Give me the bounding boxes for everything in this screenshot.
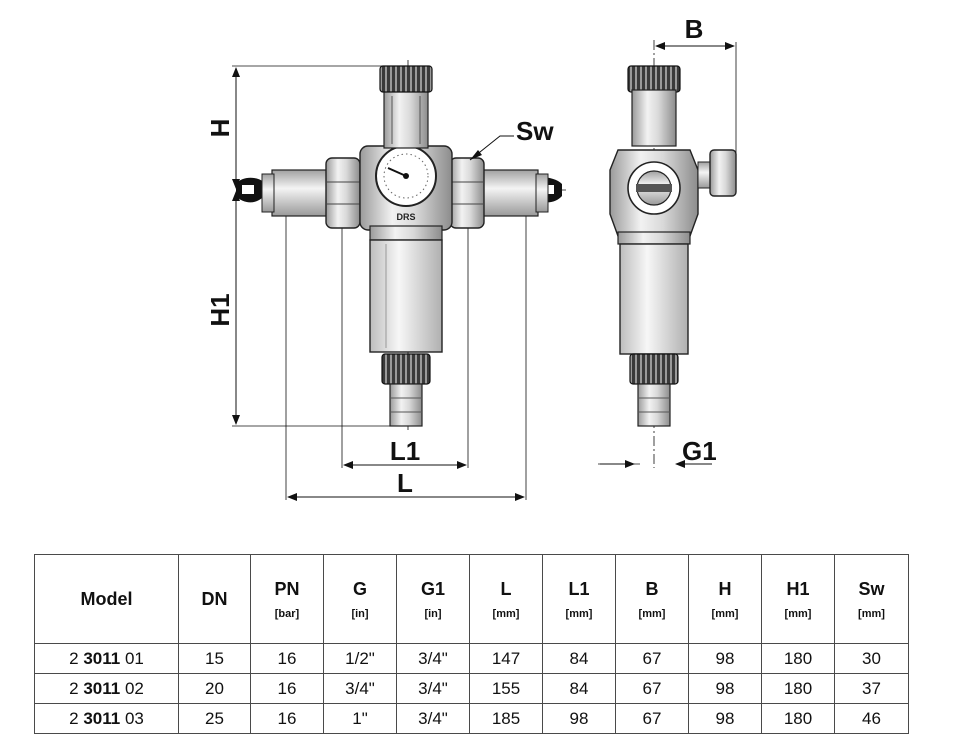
cell-l1: 84 xyxy=(542,643,616,674)
cell-pn: 16 xyxy=(250,673,324,704)
label-l: L xyxy=(397,468,413,498)
col-header-h1: H1[mm] xyxy=(761,554,835,644)
cell-l: 155 xyxy=(469,673,543,704)
filter-bowl xyxy=(369,239,443,353)
technical-drawing: DRS H H1 L1 L Sw xyxy=(205,14,737,501)
col-header-dn: DN xyxy=(178,554,251,644)
col-header-b: B[mm] xyxy=(615,554,689,644)
col-header-model: Model xyxy=(34,554,179,644)
cell-h: 98 xyxy=(688,703,762,734)
cell-b: 67 xyxy=(615,703,689,734)
adjusting-knob xyxy=(379,65,433,93)
col-header-sw: Sw[mm] xyxy=(834,554,909,644)
cell-dn: 15 xyxy=(178,643,251,674)
col-header-g: G[in] xyxy=(323,554,397,644)
cell-dn: 25 xyxy=(178,703,251,734)
cell-l: 185 xyxy=(469,703,543,734)
valve-marking: DRS xyxy=(396,212,415,222)
cell-g: 1/2" xyxy=(323,643,397,674)
cell-model: 2 3011 03 xyxy=(34,703,179,734)
table-row: 2 3011 03 25 16 1" 3/4" 185 98 67 98 180… xyxy=(34,703,909,734)
cell-h1: 180 xyxy=(761,703,835,734)
cell-sw: 37 xyxy=(834,673,909,704)
label-g1: G1 xyxy=(682,436,717,466)
cell-sw: 46 xyxy=(834,703,909,734)
label-b: B xyxy=(685,14,704,44)
col-header-g1: G1[in] xyxy=(396,554,470,644)
cell-pn: 16 xyxy=(250,643,324,674)
cell-g: 1" xyxy=(323,703,397,734)
label-h: H xyxy=(205,119,235,138)
cell-b: 67 xyxy=(615,643,689,674)
cell-b: 67 xyxy=(615,673,689,704)
cell-g1: 3/4" xyxy=(396,673,470,704)
table-header-row: Model DN PN[bar] G[in] G1[in] L[mm] L1[m… xyxy=(34,554,909,644)
cell-h1: 180 xyxy=(761,643,835,674)
cell-sw: 30 xyxy=(834,643,909,674)
cell-l1: 84 xyxy=(542,673,616,704)
table-row: 2 3011 01 15 16 1/2" 3/4" 147 84 67 98 1… xyxy=(34,643,909,674)
cell-h: 98 xyxy=(688,673,762,704)
cell-dn: 20 xyxy=(178,673,251,704)
label-sw: Sw xyxy=(516,116,554,146)
col-header-pn: PN[bar] xyxy=(250,554,324,644)
side-view: B G1 xyxy=(598,14,737,468)
cell-h1: 180 xyxy=(761,673,835,704)
cell-g: 3/4" xyxy=(323,673,397,704)
label-l1: L1 xyxy=(390,436,420,466)
front-view: DRS H H1 L1 L Sw xyxy=(205,60,566,501)
col-header-h: H[mm] xyxy=(688,554,762,644)
cell-model: 2 3011 02 xyxy=(34,673,179,704)
cell-l1: 98 xyxy=(542,703,616,734)
table-row: 2 3011 02 20 16 3/4" 3/4" 155 84 67 98 1… xyxy=(34,673,909,704)
col-header-l: L[mm] xyxy=(469,554,543,644)
cell-model: 2 3011 01 xyxy=(34,643,179,674)
label-h1: H1 xyxy=(205,293,235,326)
spec-table: Model DN PN[bar] G[in] G1[in] L[mm] L1[m… xyxy=(34,554,909,734)
col-header-l1: L1[mm] xyxy=(542,554,616,644)
cell-g1: 3/4" xyxy=(396,643,470,674)
cell-h: 98 xyxy=(688,643,762,674)
cell-pn: 16 xyxy=(250,703,324,734)
cell-g1: 3/4" xyxy=(396,703,470,734)
cell-l: 147 xyxy=(469,643,543,674)
